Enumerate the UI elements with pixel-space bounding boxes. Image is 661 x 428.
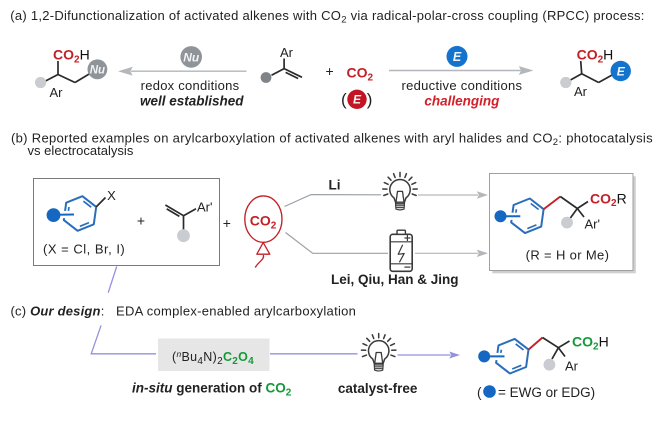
svg-text:Nu: Nu: [90, 65, 105, 77]
svg-text:vs electrocatalysis: vs electrocatalysis: [28, 143, 134, 158]
svg-text:+: +: [137, 213, 145, 229]
svg-text:(R = H or Me): (R = H or Me): [526, 248, 610, 263]
svg-text:(: (: [341, 90, 347, 109]
svg-text:(c) Our design:EDA complex-ena: (c) Our design:EDA complex-enabled arylc…: [11, 304, 357, 319]
svg-text:= EWG or EDG): = EWG or EDG): [498, 385, 595, 400]
svg-text:): ): [367, 90, 373, 109]
svg-text:E: E: [453, 50, 462, 64]
svg-text:E: E: [353, 93, 362, 107]
svg-text:E: E: [617, 65, 626, 79]
svg-text:Ar: Ar: [50, 85, 64, 100]
svg-text:Ar': Ar': [585, 217, 600, 232]
svg-text:challenging: challenging: [424, 94, 500, 109]
svg-text:+: +: [223, 215, 231, 231]
svg-text:Ar: Ar: [280, 45, 294, 60]
svg-text:Nu: Nu: [183, 50, 200, 64]
svg-text:Ar: Ar: [574, 84, 588, 99]
svg-text:Ar': Ar': [197, 200, 212, 215]
svg-text:X: X: [107, 188, 116, 203]
svg-text:redox conditions: redox conditions: [141, 78, 240, 93]
svg-text:(a) 1,2-Difunctionalization of: (a) 1,2-Difunctionalization of activated…: [10, 8, 644, 26]
svg-text:reductive conditions: reductive conditions: [401, 78, 522, 93]
svg-text:Lei, Qiu, Han & Jing: Lei, Qiu, Han & Jing: [331, 272, 459, 287]
svg-text:(: (: [477, 385, 482, 400]
svg-text:+: +: [326, 63, 334, 79]
svg-text:catalyst-free: catalyst-free: [338, 381, 418, 396]
svg-text:Li: Li: [329, 177, 341, 192]
svg-text:(X = Cl, Br, I): (X = Cl, Br, I): [43, 242, 125, 257]
svg-text:Ar: Ar: [565, 359, 579, 374]
svg-text:well established: well established: [140, 94, 244, 109]
